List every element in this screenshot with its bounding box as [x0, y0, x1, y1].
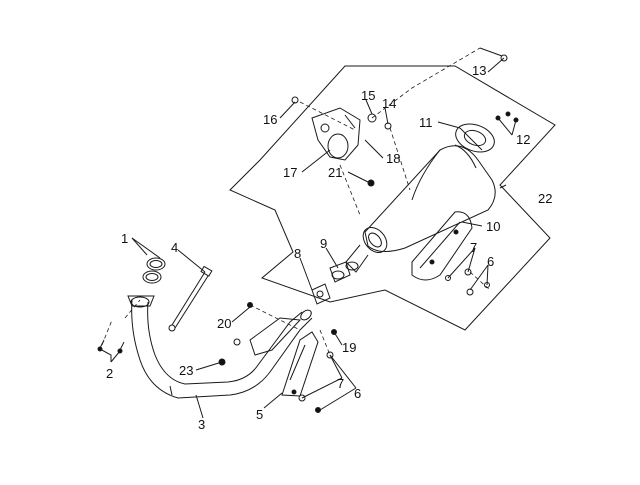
callout-14: 14: [382, 96, 396, 111]
callout-6-lower: 6: [354, 386, 361, 401]
callout-6-upper: 6: [487, 254, 494, 269]
callout-5: 5: [256, 407, 263, 422]
callout-11: 11: [419, 115, 433, 130]
studs: [97, 339, 125, 354]
callout-7-upper: 7: [470, 240, 477, 255]
pipe-heat-guard: [281, 331, 319, 397]
muffler-bracket: [311, 107, 361, 161]
callout-1: 1: [121, 231, 128, 246]
joint-clamp: [329, 261, 351, 283]
callout-18: 18: [386, 151, 400, 166]
callout-23: 23: [179, 363, 193, 378]
muffler-body: [345, 144, 496, 273]
callout-15: 15: [361, 88, 375, 103]
assembly-guide-lines: [101, 47, 491, 356]
callout-13: 13: [472, 63, 486, 78]
muffler-end-cap: [455, 123, 495, 153]
upper-heat-guard: [249, 317, 302, 356]
callout-19: 19: [342, 340, 356, 355]
callout-9: 9: [320, 236, 327, 251]
callout-4: 4: [171, 240, 178, 255]
exhaust-pipe: [127, 295, 313, 399]
pipe-clamp: [311, 283, 331, 305]
callout-16: 16: [263, 112, 277, 127]
callout-22: 22: [538, 191, 552, 206]
callout-labels: 1 2 3 4 5 6 6 7 7 8 9 10 11 12 13 14 15 …: [106, 63, 552, 432]
callout-20: 20: [217, 316, 231, 331]
callout-10: 10: [486, 219, 500, 234]
callout-12: 12: [516, 132, 530, 147]
gaskets: [142, 257, 166, 284]
callout-3: 3: [198, 417, 205, 432]
callout-7-lower: 7: [337, 376, 344, 391]
heat-shield: [411, 211, 473, 281]
callout-17: 17: [283, 165, 297, 180]
leader-lines: [99, 57, 517, 419]
callout-21: 21: [328, 165, 342, 180]
oxygen-sensor: [168, 265, 213, 332]
callout-2: 2: [106, 366, 113, 381]
callout-8: 8: [294, 246, 301, 261]
group-22-outline: [229, 65, 556, 331]
